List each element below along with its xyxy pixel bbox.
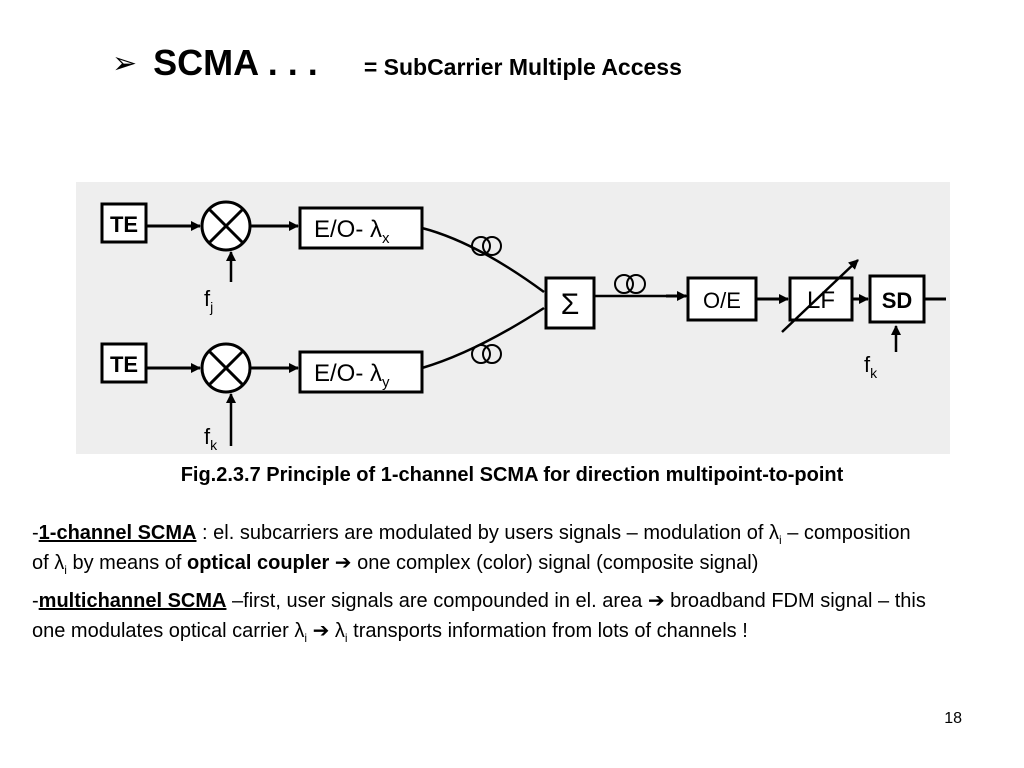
optical-coupler-term: optical coupler	[186, 552, 330, 574]
fiber-coil-middle-icon	[614, 274, 646, 294]
fiber-coil-top-icon	[471, 236, 502, 256]
te-block-top	[100, 202, 148, 244]
te-block-bottom	[100, 342, 148, 384]
coupler-sum-block	[544, 276, 596, 330]
arrow-right-icon: ➔	[307, 620, 335, 642]
eo-label-bottom: E/O- λy	[314, 360, 390, 391]
arrow-right-icon: ➔	[329, 552, 358, 574]
bullet-arrow-icon: ➢	[112, 47, 138, 80]
freq-label-top: fj	[204, 286, 213, 315]
page-number: 18	[944, 710, 962, 727]
mixer-top	[200, 200, 252, 252]
slide-title: ➢ SCMA . . . = SubCarrier Multiple Acces…	[112, 42, 682, 92]
freq-label-bottom: fk	[204, 424, 218, 453]
title-text: SCMA . . .	[153, 42, 318, 83]
body-text: -1-channel SCMA : el. subcarriers are mo…	[32, 518, 932, 654]
eo-block-top	[298, 206, 424, 250]
fiber-coil-bottom-icon	[471, 344, 502, 364]
eo-label-top: E/O- λx	[314, 216, 390, 247]
paragraph-1-channel: -1-channel SCMA : el. subcarriers are mo…	[32, 522, 911, 577]
mixer-bottom	[200, 342, 252, 394]
oe-label: O/E	[703, 288, 741, 313]
figure-caption: Fig.2.3.7 Principle of 1-channel SCMA fo…	[180, 464, 844, 486]
term-multichannel-scma: multichannel SCMA	[38, 590, 227, 612]
scma-block-diagram: TE TE fj fk E/O- λx E/O- λy Σ O/E LF SD …	[76, 182, 950, 454]
paragraph-multichannel: -multichannel SCMA –first, user signals …	[32, 590, 926, 645]
lf-label: LF	[807, 287, 835, 314]
te-label-bottom: TE	[110, 352, 138, 377]
sd-label: SD	[882, 288, 913, 313]
fk-label: fk	[864, 352, 878, 381]
arrow-right-icon: ➔	[647, 590, 665, 612]
te-label-top: TE	[110, 212, 138, 237]
oe-block	[686, 276, 758, 322]
subtitle-text: = SubCarrier Multiple Access	[363, 54, 682, 80]
term-1-channel-scma: 1-channel SCMA	[38, 522, 197, 544]
eo-block-bottom	[298, 350, 424, 394]
sum-label: Σ	[561, 288, 580, 321]
